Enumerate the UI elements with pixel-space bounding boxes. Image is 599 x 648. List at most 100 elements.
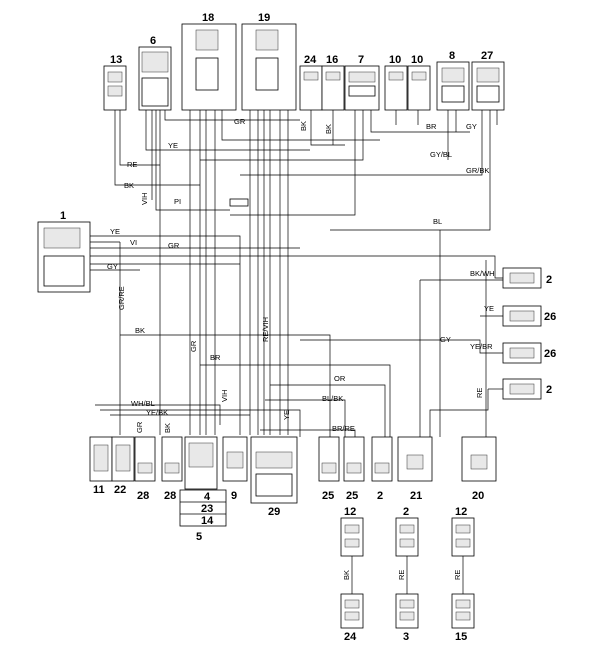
label-14: 14 [201, 515, 214, 527]
wire-label-re-3: RE [397, 570, 406, 580]
wire-label-bk-12: BK [342, 570, 351, 580]
label-7: 7 [358, 54, 364, 66]
connector-25-b [343, 436, 365, 482]
connector-6 [138, 46, 172, 111]
label-10-a: 10 [389, 54, 401, 66]
label-4: 4 [204, 491, 211, 503]
label-25-b: 25 [346, 490, 358, 502]
resistor-symbol [229, 198, 249, 207]
connector-20 [461, 436, 497, 482]
label-2-b: 2 [546, 384, 552, 396]
connector-24 [299, 65, 323, 111]
connector-8 [436, 61, 470, 111]
label-22: 22 [114, 484, 126, 496]
connector-2-b [502, 378, 542, 400]
label-2-d: 2 [403, 506, 409, 518]
wire-label-bl: BL [433, 217, 442, 226]
wire-label-bk-16: BK [324, 124, 333, 134]
connector-27 [471, 61, 505, 111]
connector-7 [344, 65, 380, 111]
wire-label-ye-br: YE/BR [470, 342, 493, 351]
label-2-a: 2 [546, 274, 552, 286]
label-26-a: 26 [544, 311, 556, 323]
label-20: 20 [472, 490, 484, 502]
connector-3 [395, 593, 419, 629]
wire-label-br-mid: BR [210, 353, 221, 362]
connector-21 [397, 436, 433, 482]
wire-label-bk-mid: BK [135, 326, 145, 335]
label-6: 6 [150, 35, 156, 47]
label-15: 15 [455, 631, 467, 643]
wire-label-gr-mid: GR [189, 340, 198, 352]
label-12-b: 12 [455, 506, 467, 518]
wire-label-gr-1: GR [168, 241, 180, 250]
wire-label-gy-mid: GY [440, 335, 451, 344]
wire-label-or: OR [334, 374, 346, 383]
label-26-b: 26 [544, 348, 556, 360]
connector-26-b [502, 342, 542, 364]
wire-label-vih-9: VIH [220, 389, 229, 402]
wire-harness [90, 110, 503, 594]
connector-2-a [502, 267, 542, 289]
label-8: 8 [449, 50, 455, 62]
wire-label-ye-29: YE [282, 410, 291, 420]
wire-label-ye-bk: YE/BK [146, 408, 168, 417]
label-12-a: 12 [344, 506, 356, 518]
wire-label-ye-1: YE [110, 227, 120, 236]
label-27: 27 [481, 50, 493, 62]
wire-label-bk-wh: BK/WH [470, 269, 495, 278]
connector-1 [37, 221, 91, 293]
label-9: 9 [231, 490, 237, 502]
label-28-b: 28 [164, 490, 176, 502]
wire-label-gr-bk: GR/BK [466, 166, 489, 175]
label-5: 5 [196, 531, 202, 543]
label-3: 3 [403, 631, 409, 643]
connector-13 [103, 65, 127, 111]
wire-label-gr-28: GR [135, 421, 144, 433]
wire-label-pi: PI [174, 197, 181, 206]
label-10-b: 10 [411, 54, 423, 66]
label-23: 23 [201, 503, 213, 515]
connector-16 [321, 65, 345, 111]
wire-label-gy-bl: GY/BL [430, 150, 452, 159]
wire-label-re-vih: RE/VIH [261, 317, 270, 342]
connector-12-b [451, 517, 475, 557]
wire-label-gy: GY [466, 122, 477, 131]
wire-label-bl-bk: BL/BK [322, 394, 343, 403]
label-29: 29 [268, 506, 280, 518]
connector-2-c [371, 436, 393, 482]
wire-label-vi-1: VI [130, 238, 137, 247]
label-19: 19 [258, 12, 270, 24]
connector-2-d [395, 517, 419, 557]
connector-28-b [161, 436, 183, 482]
connector-26-a [502, 305, 542, 327]
wire-label-re-2: RE [475, 388, 484, 398]
label-25-a: 25 [322, 490, 334, 502]
label-24-b: 24 [344, 631, 357, 643]
label-1: 1 [60, 210, 66, 222]
connector-12-a [340, 517, 364, 557]
connector-25-a [318, 436, 340, 482]
connector-19 [241, 23, 297, 111]
wire-label-ye-top: YE [168, 141, 178, 150]
wire-label-bk-28: BK [163, 423, 172, 433]
connector-10-b [407, 65, 431, 111]
connector-10-a [384, 65, 408, 111]
relay-block-5 [179, 489, 227, 527]
label-28-a: 28 [137, 490, 149, 502]
label-21: 21 [410, 490, 422, 502]
connector-22 [111, 436, 135, 482]
label-11: 11 [93, 484, 105, 496]
wire-label-vih-top: VIH [140, 192, 149, 205]
connector-11 [89, 436, 113, 482]
label-16: 16 [326, 54, 338, 66]
wire-label-wh-bl: WH/BL [131, 399, 155, 408]
wire-label-br-re: BR/RE [332, 424, 355, 433]
wire-label-re-top: RE [127, 160, 137, 169]
connector-28-a [134, 436, 156, 482]
label-2-c: 2 [377, 490, 383, 502]
wire-label-bk-top: BK [124, 181, 134, 190]
connector-29 [250, 436, 298, 504]
wire-label-ye-26: YE [484, 304, 494, 313]
